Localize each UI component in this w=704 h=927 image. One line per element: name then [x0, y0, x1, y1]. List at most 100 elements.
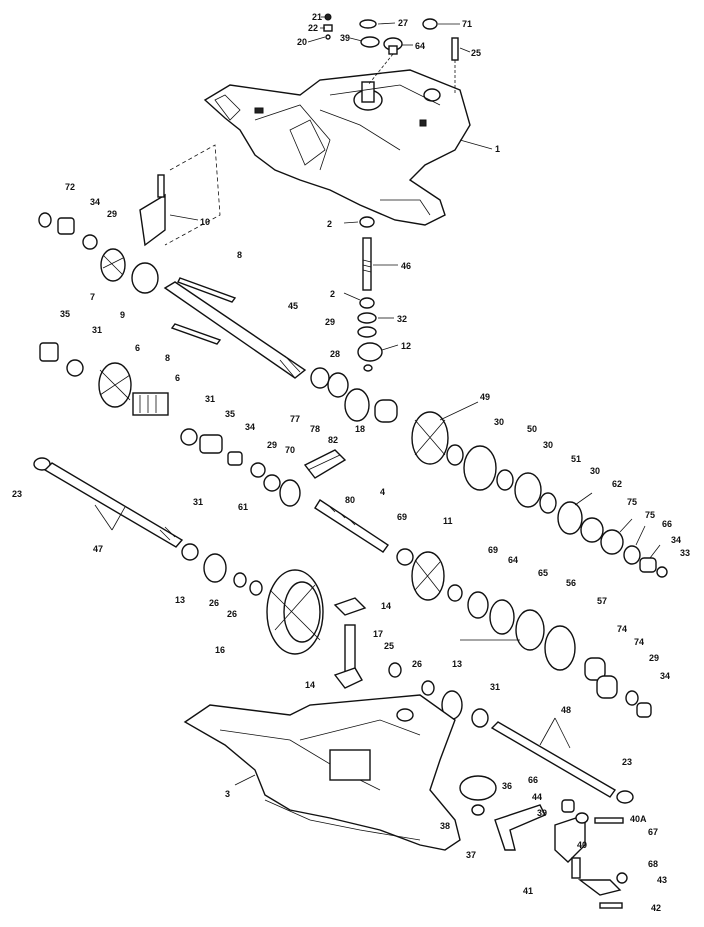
- label-82: 82: [328, 435, 338, 445]
- label-14b: 14: [305, 680, 315, 690]
- label-26a: 26: [209, 598, 219, 608]
- label-10: 10: [200, 217, 210, 227]
- label-67: 67: [648, 827, 658, 837]
- vertical-shaft-46: [357, 216, 383, 372]
- brake-linkage: [459, 775, 628, 909]
- label-31d: 31: [490, 682, 500, 692]
- label-2a: 2: [327, 219, 332, 229]
- label-31c: 31: [193, 497, 203, 507]
- label-28: 28: [330, 349, 340, 359]
- label-40a: 40A: [630, 814, 647, 824]
- label-66b: 66: [528, 775, 538, 785]
- label-34d: 34: [660, 671, 670, 681]
- shaft-47: [33, 457, 199, 561]
- label-30a: 30: [494, 417, 504, 427]
- label-8a: 8: [237, 250, 242, 260]
- label-45: 45: [288, 301, 298, 311]
- label-39b: 39: [537, 808, 547, 818]
- label-36: 36: [502, 781, 512, 791]
- label-74a: 74: [617, 624, 627, 634]
- label-26c: 26: [412, 659, 422, 669]
- top-small-parts: [323, 13, 459, 95]
- label-40: 40: [577, 840, 587, 850]
- label-4: 4: [380, 487, 385, 497]
- label-6b: 6: [175, 373, 180, 383]
- label-17: 17: [373, 629, 383, 639]
- label-50: 50: [527, 424, 537, 434]
- right-upper-gears: [411, 411, 668, 578]
- label-8b: 8: [165, 353, 170, 363]
- label-47: 47: [93, 544, 103, 554]
- label-1: 1: [495, 144, 500, 154]
- label-61: 61: [238, 502, 248, 512]
- label-65: 65: [538, 568, 548, 578]
- label-34c: 34: [245, 422, 255, 432]
- right-middle-gears: [396, 548, 652, 718]
- shaft-4: [314, 499, 389, 553]
- label-38: 38: [440, 821, 450, 831]
- label-44: 44: [532, 792, 542, 802]
- label-51: 51: [571, 454, 581, 464]
- label-71: 71: [462, 19, 472, 29]
- label-37: 37: [466, 850, 476, 860]
- label-32: 32: [397, 314, 407, 324]
- label-29c: 29: [267, 440, 277, 450]
- callout-labels: 21 22 20 27 39 64 71 25 1 72 34 29 10 2 …: [12, 12, 690, 913]
- leader-lines: [94, 16, 661, 786]
- label-27: 27: [398, 18, 408, 28]
- label-13a: 13: [175, 595, 185, 605]
- shift-lever-assembly: [139, 144, 221, 247]
- label-78: 78: [310, 424, 320, 434]
- label-69b: 69: [488, 545, 498, 555]
- label-23a: 23: [12, 489, 22, 499]
- label-11: 11: [443, 516, 453, 526]
- label-2b: 2: [330, 289, 335, 299]
- label-62: 62: [612, 479, 622, 489]
- label-26b: 26: [227, 609, 237, 619]
- label-12: 12: [401, 341, 411, 351]
- label-13b: 13: [452, 659, 462, 669]
- lower-housing: [183, 694, 461, 851]
- label-30b: 30: [543, 440, 553, 450]
- left-upper-gears: [38, 212, 169, 416]
- label-34: 34: [90, 197, 100, 207]
- label-31b: 31: [205, 394, 215, 404]
- left-middle-gears: [180, 428, 347, 507]
- label-70: 70: [285, 445, 295, 455]
- label-29: 29: [107, 209, 117, 219]
- label-23b: 23: [622, 757, 632, 767]
- label-6a: 6: [135, 343, 140, 353]
- label-29d: 29: [649, 653, 659, 663]
- label-9: 9: [120, 310, 125, 320]
- middle-gears: [310, 367, 398, 423]
- label-68: 68: [648, 859, 658, 869]
- label-7: 7: [90, 292, 95, 302]
- label-18: 18: [355, 424, 365, 434]
- differential-gears: [203, 553, 489, 728]
- label-72: 72: [65, 182, 75, 192]
- label-25: 25: [471, 48, 481, 58]
- label-64b: 64: [508, 555, 518, 565]
- label-33: 33: [680, 548, 690, 558]
- label-29b: 29: [325, 317, 335, 327]
- label-75b: 75: [645, 510, 655, 520]
- label-74b: 74: [634, 637, 644, 647]
- label-56: 56: [566, 578, 576, 588]
- label-77: 77: [290, 414, 300, 424]
- label-3: 3: [225, 789, 230, 799]
- label-31: 31: [92, 325, 102, 335]
- label-39: 39: [340, 33, 350, 43]
- label-69a: 69: [397, 512, 407, 522]
- label-25b: 25: [384, 641, 394, 651]
- label-66: 66: [662, 519, 672, 529]
- label-14a: 14: [381, 601, 391, 611]
- label-35b: 35: [225, 409, 235, 419]
- upper-housing: [203, 69, 471, 226]
- label-43: 43: [657, 875, 667, 885]
- label-49: 49: [480, 392, 490, 402]
- label-75a: 75: [627, 497, 637, 507]
- label-64: 64: [415, 41, 425, 51]
- label-48: 48: [561, 705, 571, 715]
